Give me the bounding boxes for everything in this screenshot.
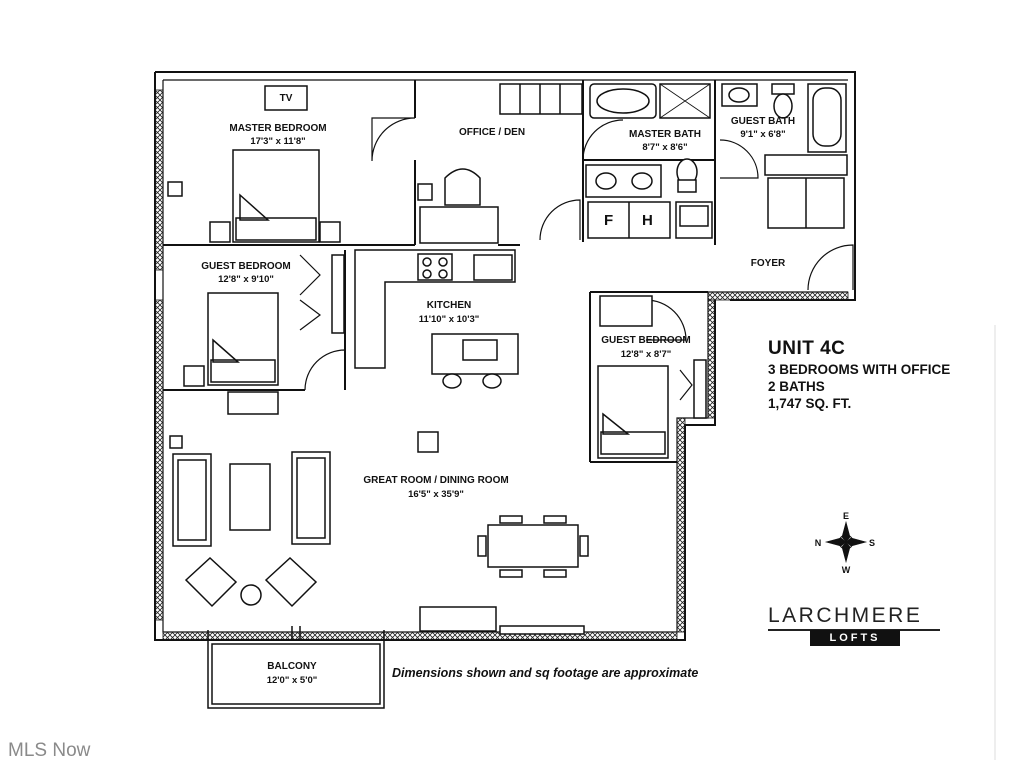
larchmere-logo: LARCHMERE LOFTS — [768, 604, 940, 646]
unit-bedrooms: 3 BEDROOMS WITH OFFICE — [768, 362, 951, 377]
door-swings — [299, 117, 854, 401]
brand-name: LARCHMERE — [768, 604, 923, 627]
master-bedroom-size: 17'3" x 11'8" — [250, 136, 305, 147]
master-bath-fixtures — [585, 83, 713, 239]
guest-bedroom-2-size: 12'8" x 8'7" — [621, 349, 672, 360]
hatched-wall-notch-side — [707, 299, 716, 419]
compass-e: E — [843, 511, 849, 521]
kitchen-furniture — [354, 249, 519, 389]
guest-bedroom-1-size: 12'8" x 9'10" — [218, 274, 274, 285]
washer-f: F — [604, 212, 613, 229]
balcony-size: 12'0" x 5'0" — [267, 675, 318, 686]
kitchen-label: KITCHEN — [427, 300, 471, 311]
compass-s: S — [869, 538, 875, 548]
balcony-outline — [207, 626, 385, 709]
mls-watermark: MLS Now — [8, 740, 91, 761]
master-bedroom-label: MASTER BEDROOM — [229, 123, 326, 134]
guest-bath-label: GUEST BATH — [731, 116, 795, 127]
compass-n: N — [815, 538, 822, 548]
guest-bath-size: 9'1" x 6'8" — [740, 129, 785, 140]
guest-bedroom-2-furniture — [597, 295, 707, 459]
disclaimer-text: Dimensions shown and sq footage are appr… — [392, 666, 699, 680]
great-room-size: 16'5" x 35'9" — [408, 489, 464, 500]
hatched-wall-east — [676, 417, 686, 633]
hatched-wall-south — [162, 631, 678, 641]
great-room-furniture — [169, 431, 589, 635]
guest-bedroom-2-label: GUEST BEDROOM — [601, 335, 690, 346]
compass-w: W — [842, 565, 851, 575]
great-room-label: GREAT ROOM / DINING ROOM — [363, 475, 508, 486]
hatched-wall-notch — [707, 291, 849, 301]
kitchen-size: 11'10" x 10'3" — [419, 314, 480, 325]
west-wall-window — [154, 89, 164, 271]
guest-bath-fixtures — [721, 83, 848, 229]
unit-title: UNIT 4C — [768, 338, 846, 359]
west-wall-window-2 — [154, 299, 164, 621]
unit-baths: 2 BATHS — [768, 379, 825, 394]
office-furniture — [417, 83, 583, 244]
guest-bedroom-1-furniture — [183, 254, 345, 415]
master-bath-size: 8'7" x 8'6" — [642, 142, 687, 153]
foyer-label: FOYER — [751, 258, 786, 269]
master-bath-label: MASTER BATH — [629, 129, 701, 140]
unit-sqft: 1,747 SQ. FT. — [768, 396, 852, 411]
brand-sub: LOFTS — [810, 630, 900, 646]
compass-rose: E N S W — [815, 511, 875, 575]
balcony-label: BALCONY — [267, 661, 317, 672]
office-label: OFFICE / DEN — [459, 127, 525, 138]
guest-bedroom-1-label: GUEST BEDROOM — [201, 261, 290, 272]
master-bedroom-furniture — [167, 85, 341, 243]
unit-info: UNIT 4C 3 BEDROOMS WITH OFFICE 2 BATHS 1… — [768, 338, 950, 411]
tv-label: TV — [280, 93, 293, 104]
dryer-h: H — [642, 212, 653, 229]
